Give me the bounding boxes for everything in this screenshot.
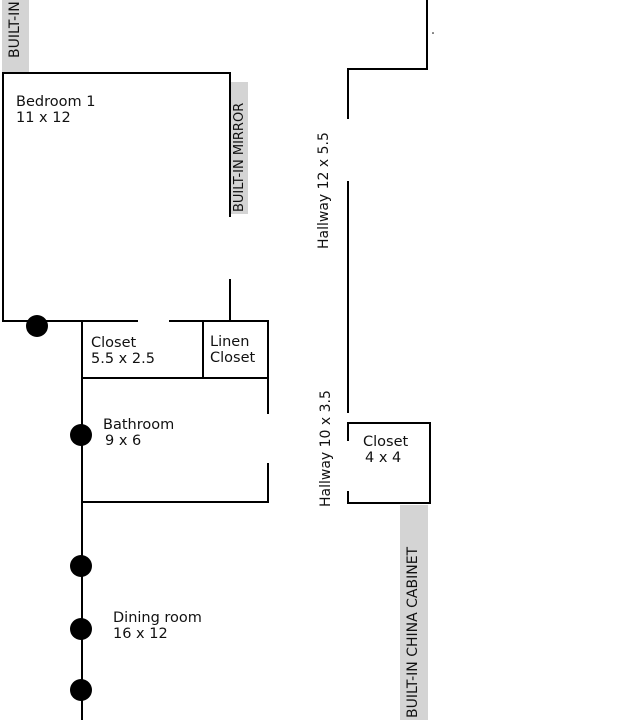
column-dot-bedroom bbox=[26, 315, 48, 337]
built-in-mirror-strip bbox=[231, 82, 248, 214]
column-dot-dining-1 bbox=[70, 555, 92, 577]
built-in-top-strip bbox=[2, 0, 29, 72]
closet-a-size: 5.5 x 2.5 bbox=[91, 351, 155, 367]
built-in-mirror-label: BUILT-IN MIRROR bbox=[232, 102, 247, 212]
closet-b-size: 4 x 4 bbox=[365, 450, 402, 466]
bedroom1-name: Bedroom 1 bbox=[16, 94, 96, 110]
bedroom1-label: Bedroom 1 11 x 12 bbox=[16, 94, 95, 126]
linen-size: Closet bbox=[210, 350, 256, 366]
bathroom-label: Bathroom 9 x 6 bbox=[103, 417, 174, 449]
stray-dot bbox=[432, 32, 434, 34]
linen-closet-label: Linen Closet bbox=[210, 334, 255, 366]
hallway-upper-label: Hallway 12 x 5.5 bbox=[316, 132, 332, 249]
column-dot-dining-2 bbox=[70, 618, 92, 640]
built-in-top-label: BUILT-IN bbox=[7, 1, 23, 58]
closet-a-name: Closet bbox=[91, 335, 137, 351]
column-dot-dining-3 bbox=[70, 679, 92, 701]
bathroom-name: Bathroom bbox=[103, 417, 175, 433]
linen-name: Linen bbox=[210, 334, 250, 350]
china-cabinet-label: BUILT-IN CHINA CABINET bbox=[405, 546, 421, 718]
bedroom1-size: 11 x 12 bbox=[16, 110, 71, 126]
closet-b-name: Closet bbox=[363, 434, 409, 450]
dining-room-label: Dining room 16 x 12 bbox=[113, 610, 202, 642]
column-dot-bathroom bbox=[70, 424, 92, 446]
china-cabinet-strip bbox=[400, 505, 428, 720]
bathroom-size: 9 x 6 bbox=[105, 433, 142, 449]
dining-name: Dining room bbox=[113, 610, 202, 626]
hallway-lower-label: Hallway 10 x 3.5 bbox=[318, 390, 334, 507]
dining-size: 16 x 12 bbox=[113, 626, 168, 642]
closet-b-label: Closet 4 x 4 bbox=[363, 434, 408, 466]
closet-a-label: Closet 5.5 x 2.5 bbox=[91, 335, 155, 367]
